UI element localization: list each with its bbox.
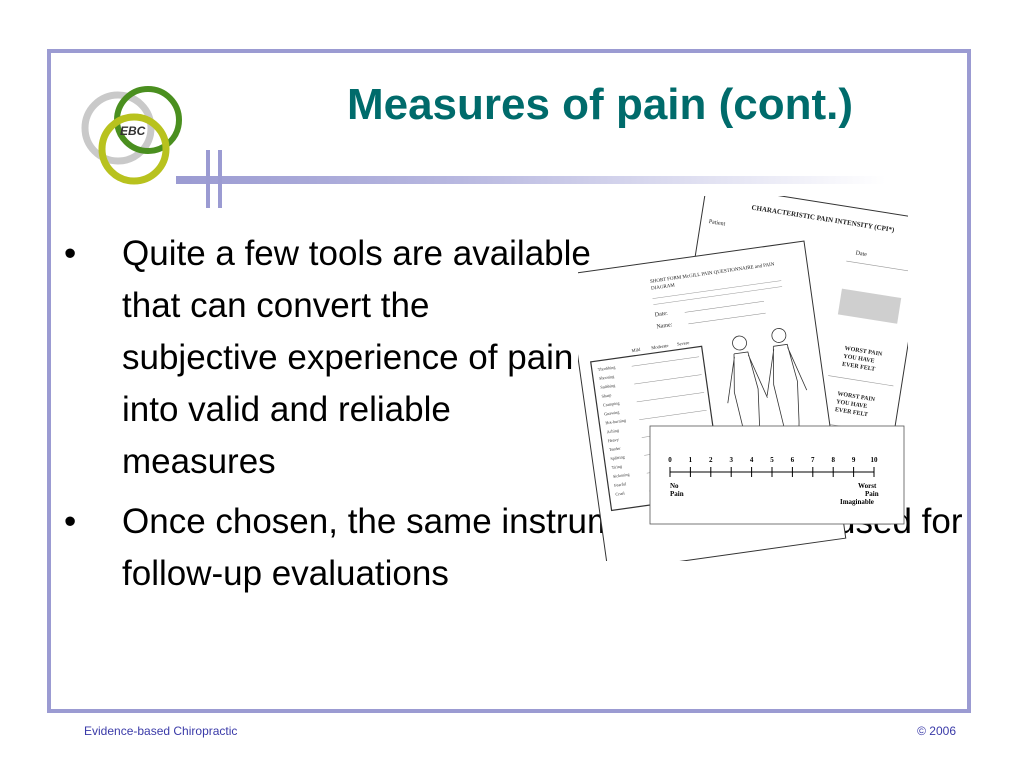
scale-tick-label: 1 [689, 456, 693, 464]
cpi-right-text: WORST PAIN [837, 391, 876, 403]
mcgill-item: Tender [609, 446, 622, 453]
title-underline [176, 176, 886, 184]
body-diagram [727, 328, 808, 471]
mcgill-item: Aching [606, 428, 620, 435]
mcgill-column: Severe [677, 340, 690, 347]
scale-tick-label: 5 [770, 456, 774, 464]
mcgill-item: Shooting [599, 374, 616, 381]
scale-tick-label: 8 [831, 456, 835, 464]
scale-tick-label: 0 [668, 456, 672, 464]
cpi-right-text: EVER FELT [842, 362, 876, 373]
logo-text: EBC [120, 124, 146, 138]
scale-tick-label: 4 [750, 456, 754, 464]
slide-title: Measures of pain (cont.) [346, 80, 854, 129]
scale-left-label: Pain [670, 490, 684, 498]
title-rule-mark [206, 150, 210, 208]
mcgill-item: Cruel [615, 490, 626, 496]
mcgill-name-label: Name: [656, 322, 673, 330]
mcgill-item: Throbbing [597, 364, 616, 372]
cpi-right-text: EVER FELT [834, 407, 868, 418]
scale-tick-label: 7 [811, 456, 815, 464]
ebc-logo: EBC [78, 82, 198, 192]
cpi-right-text: WORST PAIN [844, 346, 883, 358]
scale-right-label: Worst [858, 482, 877, 490]
pain-scale-card: 0 1 2 3 4 5 6 7 8 9 10 No Pain Worst Pain Imaginab… [649, 425, 905, 525]
mcgill-item: Hot-burning [605, 417, 627, 425]
scale-ticks: 0 1 2 3 4 5 6 7 8 9 10 [668, 456, 878, 477]
mcgill-item: Gnawing [604, 409, 621, 416]
scale-tick-label: 9 [852, 456, 856, 464]
bullet-symbol: • [64, 234, 77, 273]
footer-right-text: © 2006 [917, 724, 956, 738]
cpi-right-text: YOU HAVE [836, 399, 868, 410]
bullet-symbol: • [64, 502, 77, 541]
scale-right-label: Pain [865, 490, 879, 498]
mcgill-item: Sharp [601, 392, 611, 398]
scale-tick-label: 2 [709, 456, 713, 464]
mcgill-item: Heavy [608, 437, 620, 444]
mcgill-item: Stabbing [600, 383, 616, 390]
scale-tick-label: 6 [791, 456, 795, 464]
cpi-date-label: Date [855, 250, 867, 258]
scale-tick-label: 10 [871, 456, 879, 464]
mcgill-column: Mild [631, 347, 641, 353]
scale-tick-label: 3 [729, 456, 733, 464]
scale-left-label: No [670, 482, 679, 490]
mcgill-item: Splitting [610, 454, 626, 461]
pain-forms-image: CHARACTERISTIC PAIN INTENSITY (CPI*) Pat… [565, 183, 929, 573]
mcgill-heading: DIAGRAM [651, 283, 676, 291]
cpi-right-text: YOU HAVE [843, 354, 875, 365]
mcgill-item: Cramping [603, 400, 621, 407]
mcgill-item: Fearful [614, 481, 627, 488]
mcgill-column: Moderate [651, 343, 669, 350]
mcgill-item: Tiring [611, 463, 623, 470]
mcgill-item: Sickening [613, 471, 631, 478]
scale-right-label: Imaginable [840, 498, 874, 506]
footer-left-text: Evidence-based Chiropractic [84, 724, 238, 738]
mcgill-date-label: Date: [654, 311, 668, 319]
bullet-text: Quite a few tools are available that can… [122, 234, 591, 481]
cpi-patient-label: Patient [708, 219, 726, 228]
title-rule-mark [218, 150, 222, 208]
bullet-item: • Quite a few tools are available that c… [58, 228, 592, 488]
